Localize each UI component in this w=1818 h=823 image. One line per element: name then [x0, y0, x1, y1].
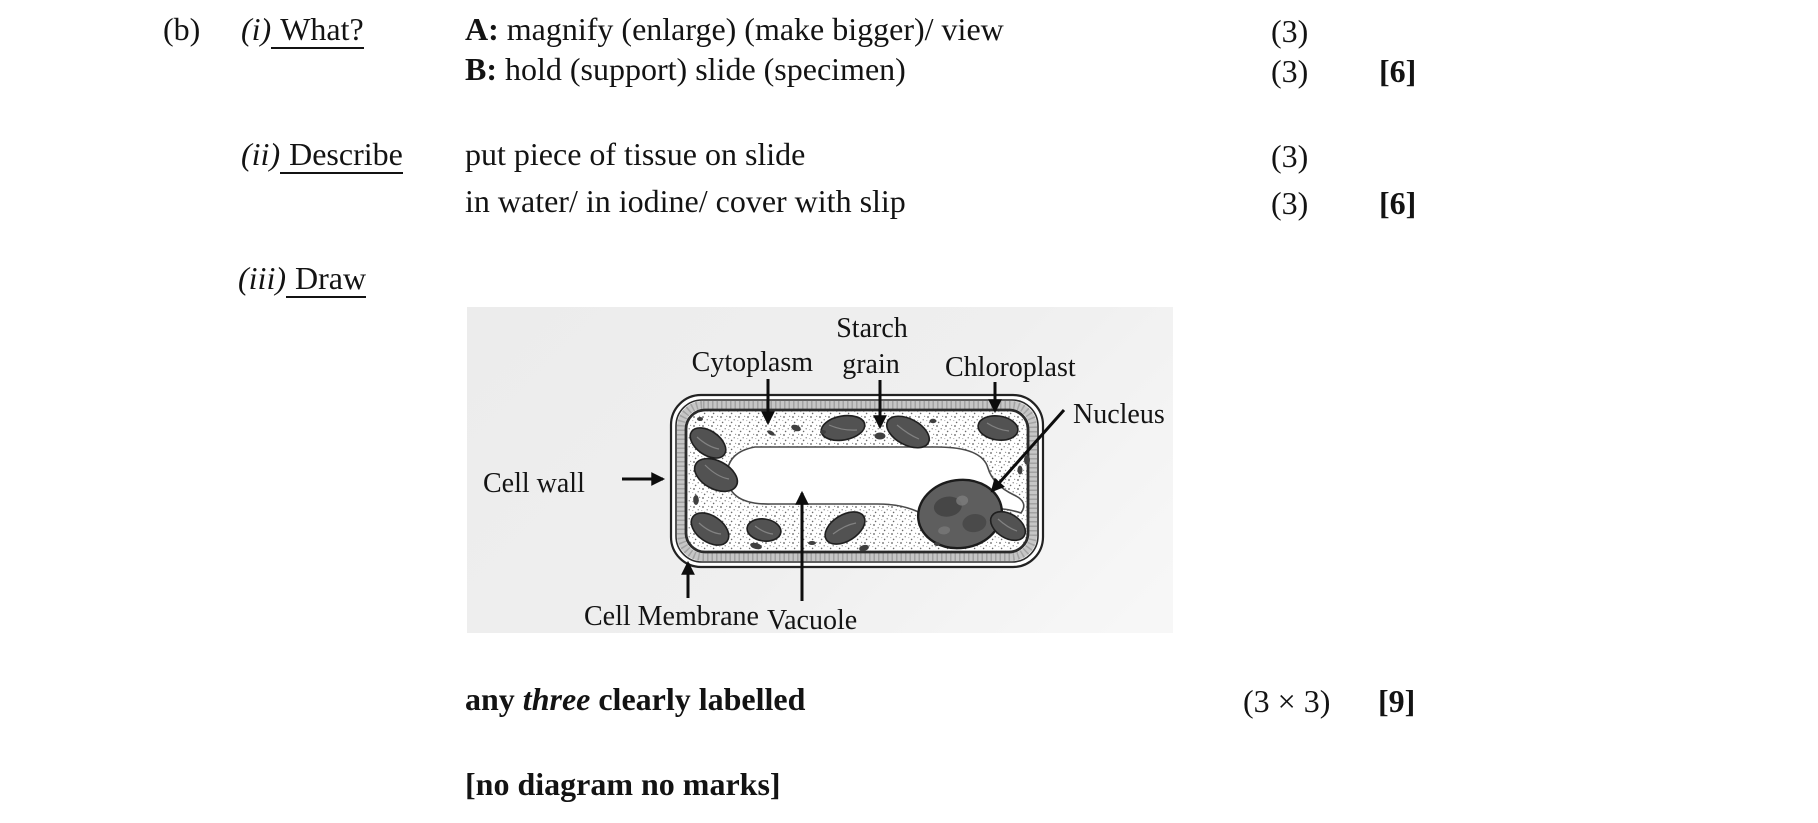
cell-wall-band-texture [677, 401, 1037, 561]
mark-a: (3) [1271, 13, 1309, 49]
answer-b-text: hold (support) slide (specimen) [497, 51, 906, 87]
chloroplast-shape [690, 512, 730, 546]
nucleus-arrow [990, 409, 1066, 493]
speck [693, 495, 699, 505]
mark-d1: (3) [1271, 138, 1309, 174]
label-cell-wall: Cell wall [483, 468, 585, 499]
chloroplasts [689, 414, 1027, 546]
speck [767, 430, 775, 436]
label-cytoplasm: Cytoplasm [692, 347, 814, 378]
note-lead: any [465, 681, 523, 717]
answer-a-text: magnify (enlarge) (make bigger)/ view [498, 11, 1004, 47]
speck [791, 424, 801, 432]
speck [929, 418, 937, 424]
speck [820, 430, 826, 434]
mark-d2: (3) [1271, 185, 1309, 221]
speck [1024, 455, 1030, 465]
starch-grain-speck [874, 432, 886, 440]
label-cell-membrane: Cell Membrane [584, 601, 759, 632]
speck [1017, 465, 1023, 475]
speck [697, 417, 703, 421]
part-label: (b) [163, 11, 201, 47]
nucleus-shape [916, 478, 1004, 550]
item-i-heading-text: What? [271, 11, 364, 49]
speck [934, 542, 940, 546]
chloroplast-shape [885, 415, 931, 449]
label-chloroplast: Chloroplast [945, 352, 1076, 383]
chloroplast-texture [696, 422, 1018, 535]
chloroplast-shape [693, 457, 739, 493]
label-vacuole: Vacuole [767, 605, 857, 633]
total-draw: [9] [1378, 683, 1416, 719]
chloroplast-shape [689, 427, 727, 459]
label-arrows [622, 379, 1066, 601]
item-iii-heading: (iii)Draw [238, 260, 367, 298]
describe-line-1: put piece of tissue on slide [465, 136, 806, 172]
answer-a: A: magnify (enlarge) (make bigger)/ view [465, 11, 1004, 48]
speck [750, 542, 762, 550]
answer-b-prefix: B: [465, 51, 497, 87]
note-rest: clearly labelled [590, 681, 806, 717]
chloroplast-shape [746, 518, 782, 542]
warning-note: [no diagram no marks] [465, 766, 781, 802]
speck [808, 541, 816, 545]
speck [859, 544, 869, 552]
plant-cell-diagram: Starch grain Cytoplasm Chloroplast Nucle… [467, 307, 1173, 633]
label-nucleus: Nucleus [1073, 399, 1165, 430]
chloroplast-shape [824, 511, 866, 545]
item-ii-heading: (ii)Describe [241, 136, 403, 174]
item-i-heading: (i)What? [241, 11, 364, 49]
note-emph: three [522, 681, 591, 717]
label-starch-grain-line2: grain [842, 349, 900, 380]
mark-b: (3) [1271, 53, 1309, 89]
starch-specks [693, 417, 1030, 552]
answer-b: B: hold (support) slide (specimen) [465, 51, 906, 88]
total-d: [6] [1379, 185, 1417, 221]
item-i-numeral: (i) [241, 11, 272, 47]
item-iii-numeral: (iii) [238, 260, 286, 296]
mark-draw: (3 × 3) [1243, 683, 1331, 719]
item-ii-numeral: (ii) [241, 136, 281, 172]
item-ii-heading-text: Describe [280, 136, 403, 174]
answer-a-prefix: A: [465, 11, 499, 47]
total-ab: [6] [1379, 53, 1417, 89]
describe-line-2: in water/ in iodine/ cover with slip [465, 183, 906, 219]
cell-wall-inner-outline [675, 399, 1039, 563]
note-any-three: any three clearly labelled [465, 681, 805, 718]
label-starch-grain-line1: Starch [836, 313, 908, 344]
item-iii-heading-text: Draw [285, 260, 367, 298]
